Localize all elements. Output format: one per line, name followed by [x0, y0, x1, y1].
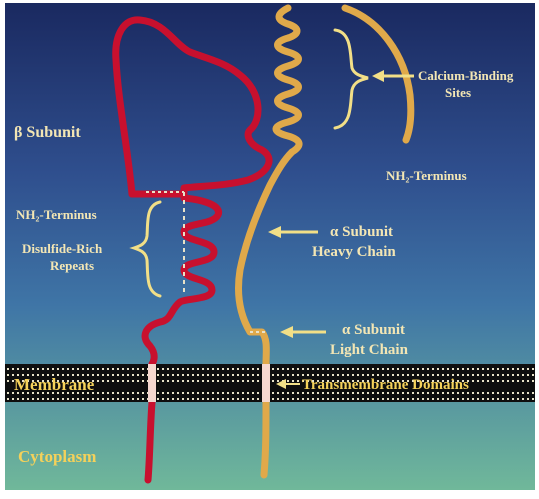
label-beta-subunit: β Subunit: [14, 124, 81, 141]
label-light-chain: Light Chain: [330, 342, 409, 358]
label-alpha-heavy: α Subunit: [330, 224, 393, 240]
beta-transmembrane-segment: [148, 364, 156, 402]
label-calcium-binding: Calcium-Binding: [418, 68, 514, 83]
label-alpha-light: α Subunit: [342, 322, 405, 338]
label-membrane: Membrane: [14, 375, 95, 394]
label-disulfide-repeats: Repeats: [50, 258, 94, 273]
label-nh2-terminus-beta: NH₂-Terminus: [16, 207, 97, 222]
label-nh2-terminus-alpha: NH₂-Terminus: [386, 168, 467, 183]
label-disulfide-rich: Disulfide-Rich: [22, 241, 103, 256]
label-calcium-binding-sites: Sites: [445, 85, 471, 100]
label-transmembrane: Transmembrane Domains: [302, 377, 469, 393]
label-cytoplasm: Cytoplasm: [18, 447, 96, 466]
alpha-transmembrane-segment: [262, 364, 270, 402]
label-heavy-chain: Heavy Chain: [312, 244, 396, 260]
